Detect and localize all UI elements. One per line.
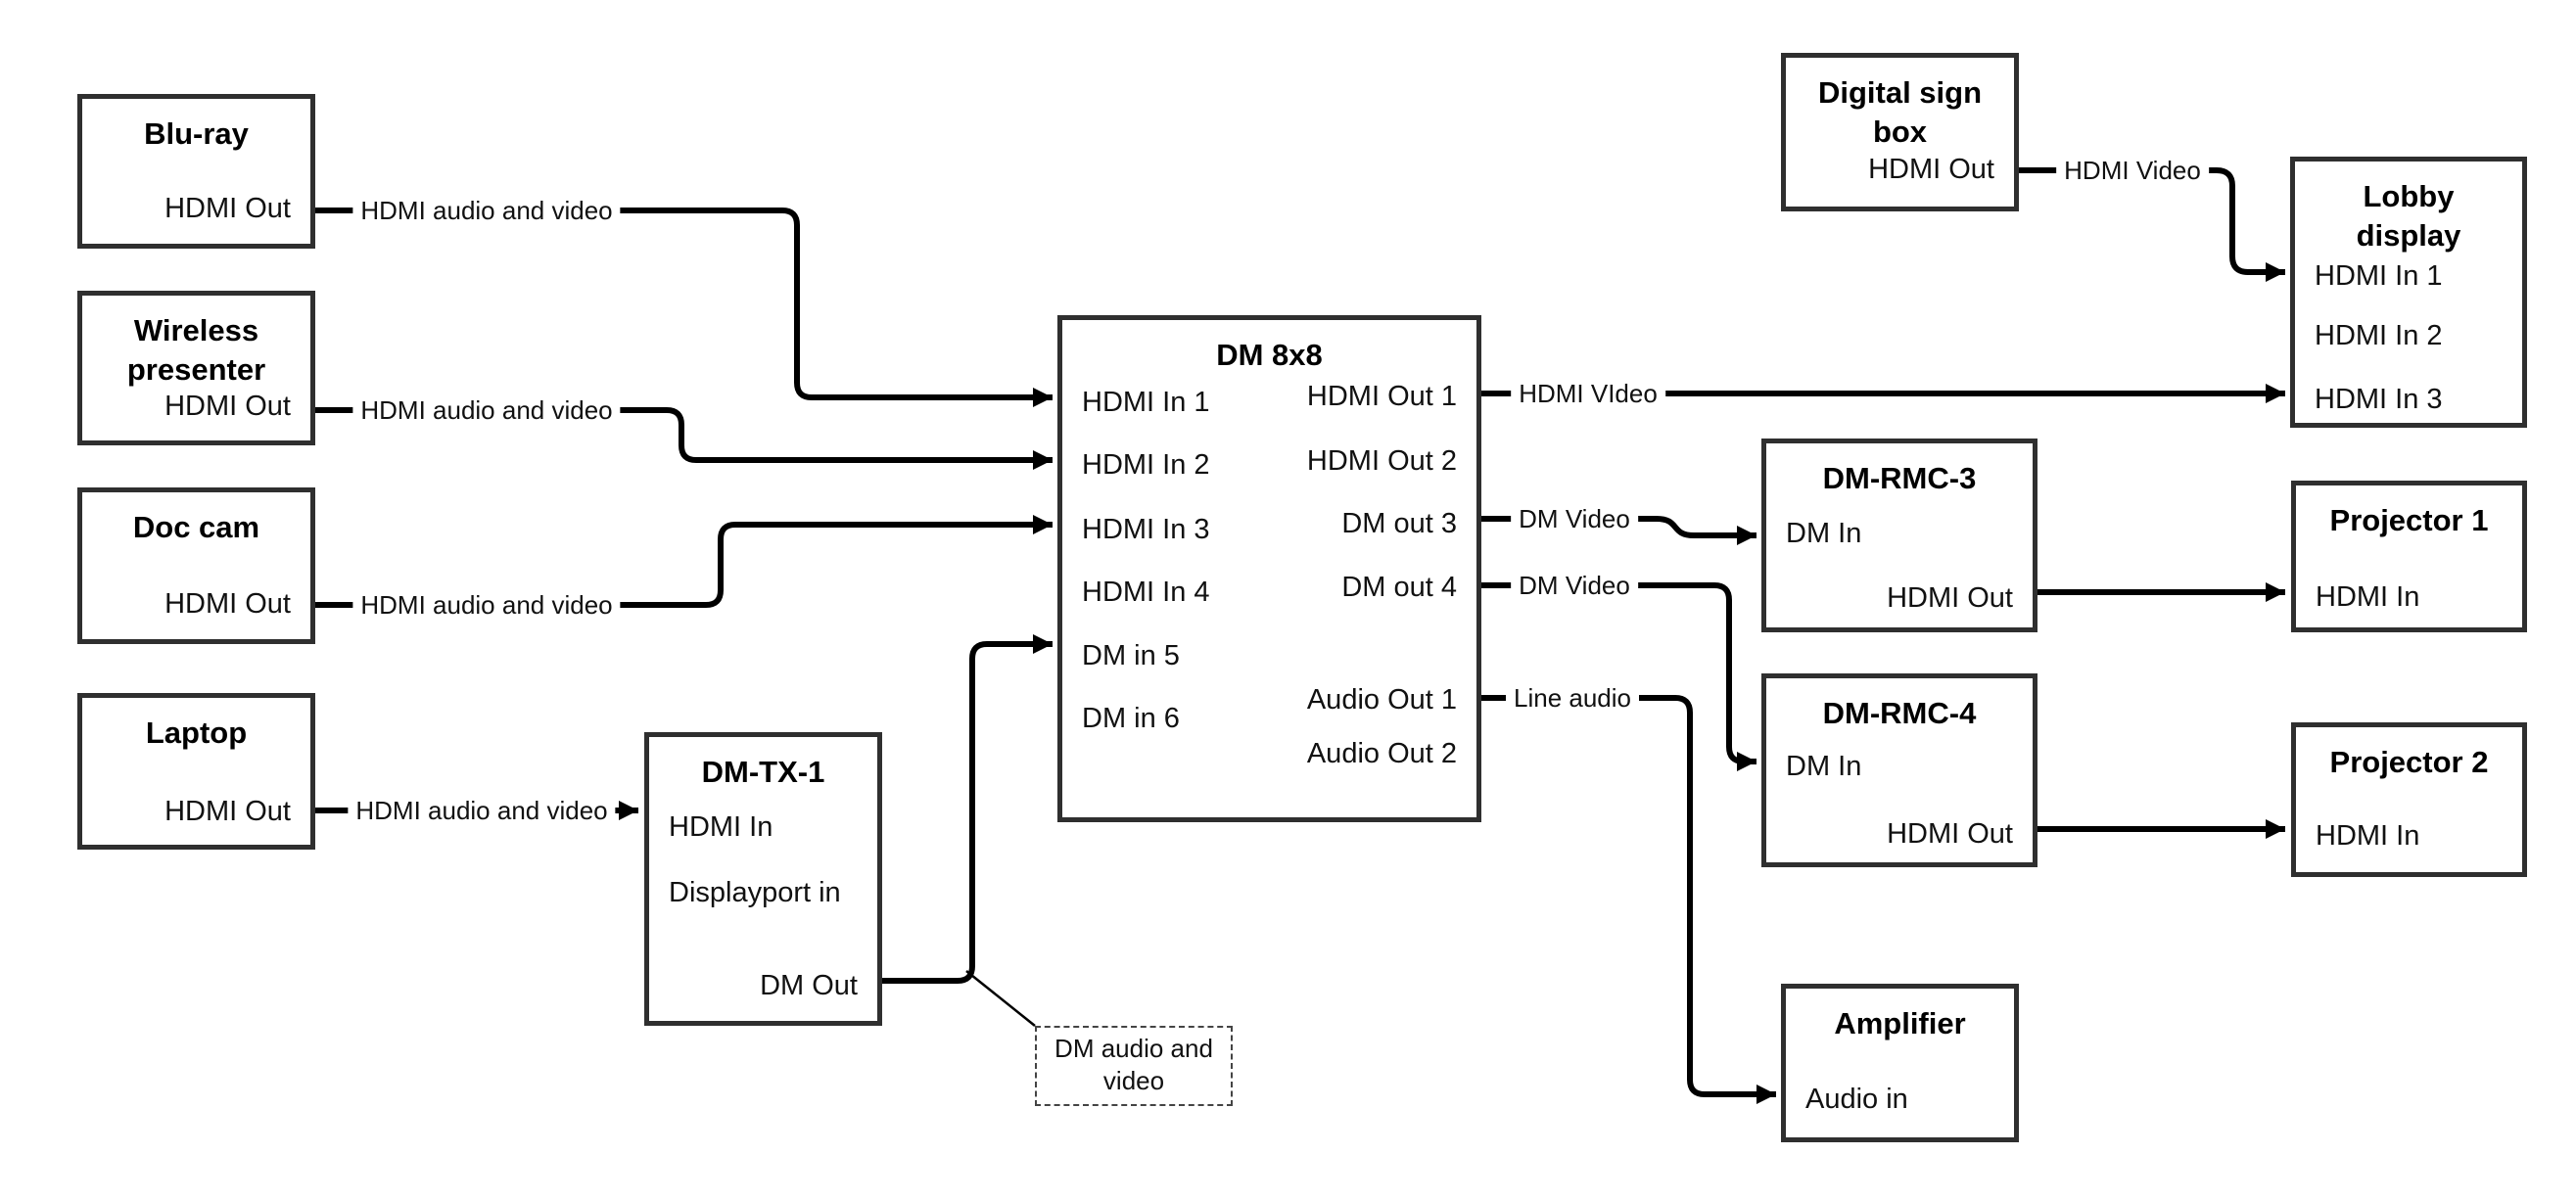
note-dm-audio-and-video: DM audio and video — [1035, 1026, 1233, 1106]
port-dmrmc3-hdmi-out: HDMI Out — [1887, 582, 2013, 614]
node-lobby-display-title: Lobby display — [2356, 179, 2461, 253]
wire-dm8x8-audioout1-to-amplifier — [1481, 695, 1776, 1104]
port-wireless-hdmi-out: HDMI Out — [164, 391, 291, 422]
wire-label-bluray: HDMI audio and video — [352, 195, 621, 226]
port-dmtx1-displayport-in: Displayport in — [669, 877, 841, 908]
node-dm-tx-1-title: DM-TX-1 — [701, 755, 825, 789]
node-laptop: Laptop HDMI Out — [77, 693, 315, 850]
port-bluray-hdmi-out: HDMI Out — [164, 193, 291, 224]
node-bluray: Blu-ray HDMI Out — [77, 94, 315, 249]
node-dm-rmc-4-title: DM-RMC-4 — [1822, 696, 1977, 730]
wire-wireless-to-dm8x8-in2 — [315, 407, 1053, 470]
node-doc-cam-title: Doc cam — [132, 510, 260, 544]
port-dm8x8-audio-out-2: Audio Out 2 — [1306, 738, 1457, 769]
port-digitalsign-hdmi-out: HDMI Out — [1868, 154, 1994, 185]
node-amplifier: Amplifier Audio in — [1781, 984, 2019, 1142]
port-dm8x8-dm-in-6: DM in 6 — [1082, 703, 1180, 734]
port-dmrmc3-dm-in: DM In — [1786, 518, 1862, 549]
wire-bluray-to-dm8x8-in1 — [315, 208, 1053, 407]
wire-label-wireless: HDMI audio and video — [352, 394, 621, 426]
port-dmtx1-hdmi-in: HDMI In — [669, 811, 773, 843]
port-proj1-hdmi-in: HDMI In — [2316, 581, 2420, 613]
node-wireless-presenter-title: Wireless presenter — [126, 313, 266, 387]
node-dm-rmc-4: DM-RMC-4 DM In HDMI Out — [1761, 673, 2037, 867]
port-lobby-hdmi-in-3: HDMI In 3 — [2315, 384, 2443, 415]
node-dm-tx-1: DM-TX-1 HDMI In Displayport in DM Out — [644, 732, 882, 1026]
port-dmrmc4-dm-in: DM In — [1786, 751, 1862, 782]
node-projector-2: Projector 2 HDMI In — [2291, 722, 2527, 877]
note-callout-line — [965, 970, 1036, 1027]
wire-label-dm-video-4: DM Video — [1511, 570, 1638, 601]
port-amplifier-audio-in: Audio in — [1805, 1084, 1908, 1115]
port-dm8x8-hdmi-out-1: HDMI Out 1 — [1306, 381, 1457, 412]
port-proj2-hdmi-in: HDMI In — [2316, 820, 2420, 852]
node-digital-sign-box-title: Digital sign box — [1817, 75, 1983, 149]
wire-doccam-to-dm8x8-in3 — [315, 515, 1053, 608]
wire-label-laptop: HDMI audio and video — [348, 795, 616, 826]
port-dm8x8-hdmi-in-3: HDMI In 3 — [1082, 514, 1210, 545]
node-bluray-title: Blu-ray — [144, 116, 249, 151]
port-dm8x8-hdmi-in-2: HDMI In 2 — [1082, 449, 1210, 481]
port-dm8x8-dm-in-5: DM in 5 — [1082, 640, 1180, 671]
port-laptop-hdmi-out: HDMI Out — [164, 796, 291, 827]
node-wireless-presenter: Wireless presenter HDMI Out — [77, 291, 315, 445]
node-projector-1: Projector 1 HDMI In — [2291, 481, 2527, 632]
wire-dm8x8-dmout3-to-dmrmc3 — [1481, 516, 1756, 545]
port-lobby-hdmi-in-1: HDMI In 1 — [2315, 260, 2443, 292]
wire-dmtx1-to-dm8x8-dmin5 — [882, 634, 1053, 984]
port-dmrmc4-hdmi-out: HDMI Out — [1887, 818, 2013, 850]
port-dm8x8-hdmi-in-4: HDMI In 4 — [1082, 577, 1210, 608]
node-dm-8x8-title: DM 8x8 — [1216, 338, 1323, 372]
port-dm8x8-hdmi-out-2: HDMI Out 2 — [1306, 445, 1457, 477]
port-lobby-hdmi-in-2: HDMI In 2 — [2315, 320, 2443, 351]
node-lobby-display: Lobby display HDMI In 1 HDMI In 2 HDMI I… — [2290, 157, 2527, 428]
wire-label-digitalsign: HDMI Video — [2056, 155, 2209, 186]
wire-digitalsign-to-lobby-in1 — [2016, 167, 2285, 282]
wire-label-hdmi-video-out1: HDMI VIdeo — [1511, 378, 1665, 409]
port-dmtx1-dm-out: DM Out — [760, 970, 858, 1001]
port-dm8x8-dm-out-4: DM out 4 — [1341, 572, 1457, 603]
node-doc-cam: Doc cam HDMI Out — [77, 487, 315, 644]
node-laptop-title: Laptop — [145, 716, 248, 750]
node-dm-rmc-3-title: DM-RMC-3 — [1822, 461, 1977, 495]
node-projector-2-title: Projector 2 — [2329, 745, 2489, 779]
wire-dm8x8-dmout4-to-dmrmc4 — [1481, 582, 1756, 771]
port-dm8x8-hdmi-in-1: HDMI In 1 — [1082, 387, 1210, 418]
wire-label-line-audio: Line audio — [1506, 682, 1639, 714]
port-doccam-hdmi-out: HDMI Out — [164, 588, 291, 620]
wire-label-dm-video-3: DM Video — [1511, 503, 1638, 534]
port-dm8x8-audio-out-1: Audio Out 1 — [1306, 684, 1457, 716]
node-dm-8x8: DM 8x8 HDMI In 1 HDMI In 2 HDMI In 3 HDM… — [1057, 315, 1481, 822]
wire-label-doccam: HDMI audio and video — [352, 589, 621, 621]
node-projector-1-title: Projector 1 — [2329, 503, 2489, 537]
node-amplifier-title: Amplifier — [1834, 1006, 1966, 1040]
node-dm-rmc-3: DM-RMC-3 DM In HDMI Out — [1761, 439, 2037, 632]
node-digital-sign-box: Digital sign box HDMI Out — [1781, 53, 2019, 211]
port-dm8x8-dm-out-3: DM out 3 — [1341, 508, 1457, 539]
